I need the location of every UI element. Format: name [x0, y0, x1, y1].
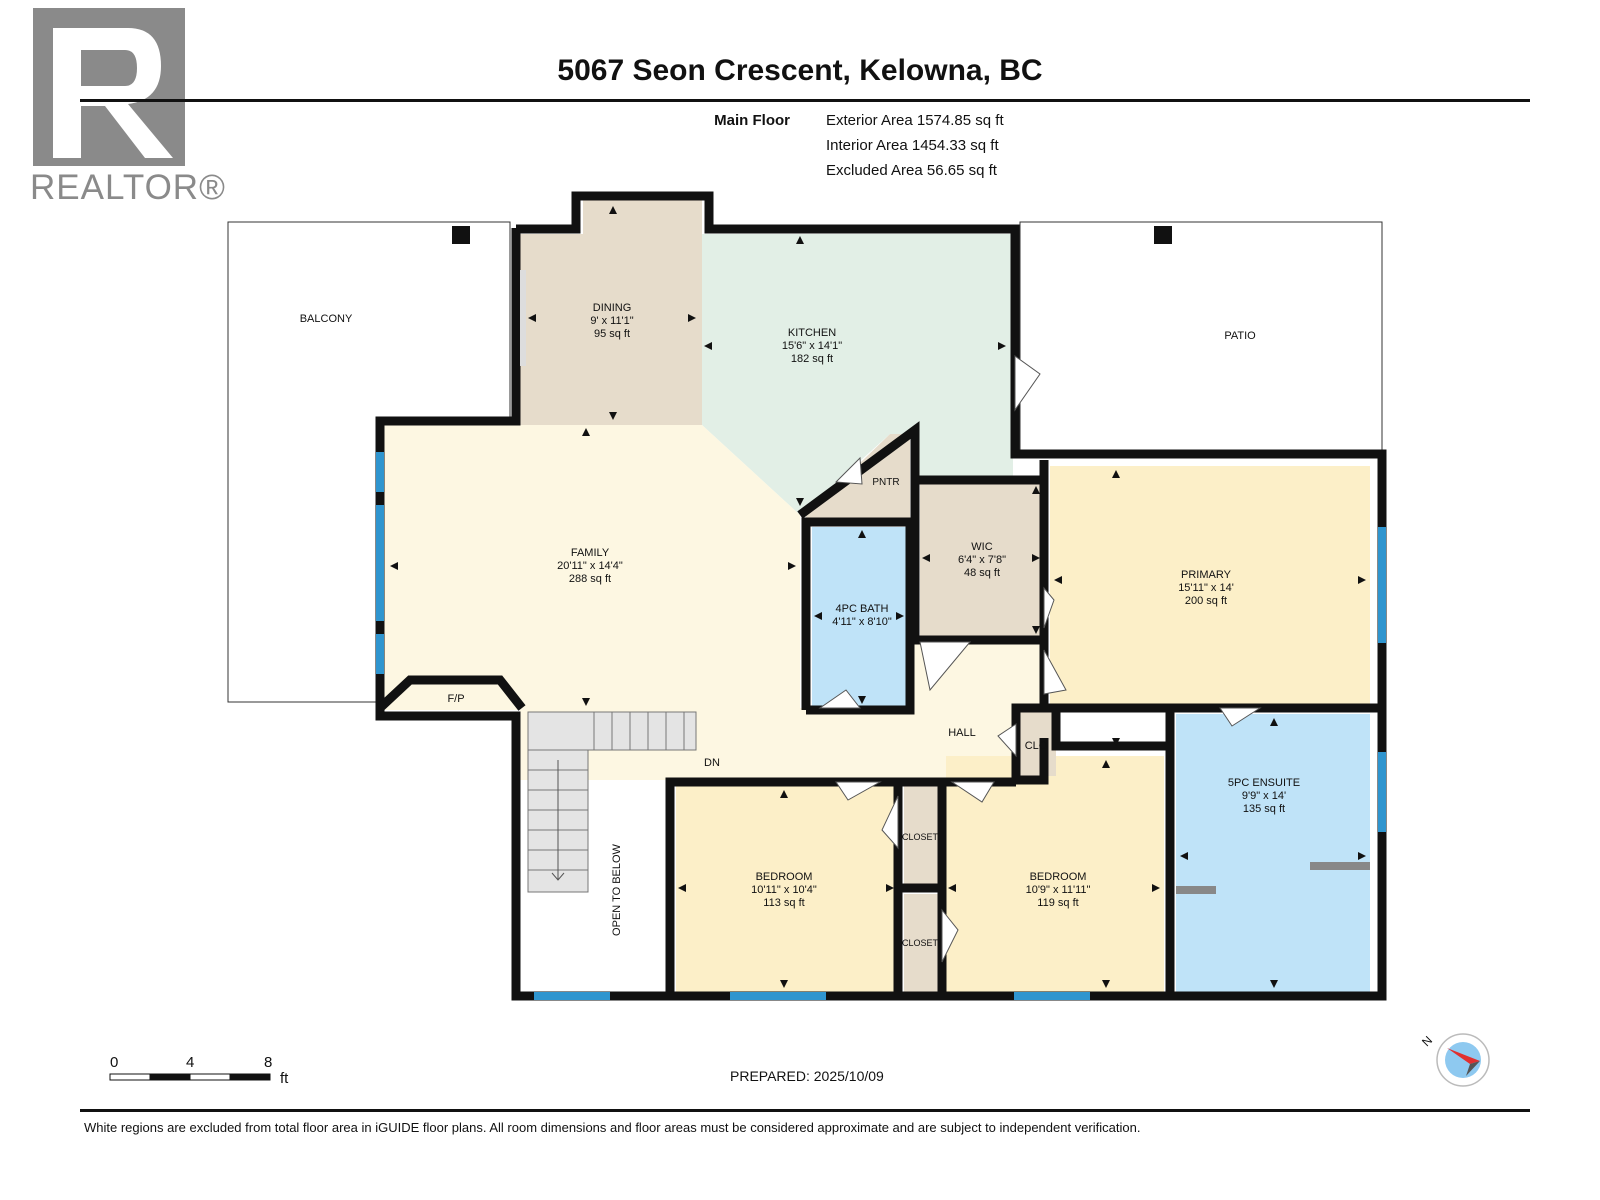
- family-area: 288 sq ft: [569, 573, 611, 585]
- ensuite-area: 135 sq ft: [1243, 803, 1285, 815]
- patio-post-icon: [1154, 226, 1172, 244]
- scale-unit: ft: [280, 1070, 289, 1087]
- bath-dims: 4'11" x 8'10": [832, 616, 892, 628]
- dining-room: [384, 200, 702, 425]
- family-label: FAMILY: [571, 547, 610, 559]
- bedroom2-area: 119 sq ft: [1037, 897, 1078, 909]
- balcony-label: BALCONY: [300, 313, 353, 325]
- realtor-logo: [33, 8, 185, 166]
- bedroom2-dims: 10'9" x 11'11": [1026, 884, 1091, 896]
- hall-label: HALL: [948, 727, 976, 739]
- family-dims: 20'11" x 14'4": [557, 560, 623, 572]
- bath-label: 4PC BATH: [836, 603, 889, 615]
- title-divider: [80, 99, 1530, 102]
- bath-room: [812, 527, 910, 707]
- scale-label-4: 4: [186, 1054, 195, 1071]
- disclaimer: White regions are excluded from total fl…: [84, 1120, 1141, 1135]
- closet2-room: [904, 894, 940, 992]
- kitchen-area: 182 sq ft: [791, 353, 833, 365]
- dining-label: DINING: [593, 302, 632, 314]
- interior-area: Interior Area 1454.33 sq ft: [826, 137, 999, 154]
- clo-room: [1016, 712, 1056, 776]
- primary-room: [1050, 466, 1370, 708]
- dimension-arrows: [390, 206, 1366, 988]
- realtor-r-icon: [33, 8, 185, 166]
- scale-bar: [109, 1073, 271, 1081]
- dining-dims: 9' x 11'1": [590, 315, 633, 327]
- ensuite-dims: 9'9" x 14': [1242, 790, 1286, 802]
- closet1-label: CLOSET: [902, 832, 939, 842]
- patio-label: PATIO: [1224, 330, 1256, 342]
- wic-dims: 6'4" x 7'8": [958, 554, 1006, 566]
- pantry-label: PNTR: [872, 477, 899, 488]
- clo-label: CLO: [1025, 740, 1048, 752]
- room-labels: BALCONY PATIO DINING 9' x 11'1" 95 sq ft…: [300, 302, 1300, 948]
- balcony-post-icon: [452, 226, 470, 244]
- closet1-room: [904, 786, 940, 884]
- kitchen-dims: 15'6" x 14'1": [782, 340, 842, 352]
- ensuite-shelf-left: [1176, 886, 1216, 894]
- open-below-label: OPEN TO BELOW: [611, 843, 623, 936]
- bedroom2-label: BEDROOM: [1030, 871, 1087, 883]
- excluded-area: Excluded Area 56.65 sq ft: [826, 162, 997, 179]
- primary-area: 200 sq ft: [1185, 595, 1227, 607]
- kitchen-room: [702, 234, 1013, 515]
- stairs: [527, 711, 697, 893]
- closet2-label: CLOSET: [902, 938, 939, 948]
- realtor-wordmark: REALTOR®: [30, 168, 226, 207]
- wic-area: 48 sq ft: [964, 567, 1000, 579]
- compass-icon: N: [1419, 1033, 1490, 1087]
- scale-label-0: 0: [110, 1054, 119, 1071]
- stairs-dn-label: DN: [704, 757, 720, 769]
- prepared-date: PREPARED: 2025/10/09: [730, 1068, 884, 1084]
- dining-area: 95 sq ft: [594, 328, 630, 340]
- kitchen-label: KITCHEN: [788, 327, 836, 339]
- exterior-area: Exterior Area 1574.85 sq ft: [826, 112, 1004, 129]
- family-room: [384, 425, 1044, 780]
- windows: [376, 452, 1386, 1000]
- bedroom1-room: [676, 786, 898, 992]
- door-swings: [818, 355, 1262, 963]
- floor-label: Main Floor: [714, 112, 790, 129]
- wic-label: WIC: [971, 541, 992, 553]
- bedroom1-dims: 10'11" x 10'4": [751, 884, 817, 896]
- primary-label: PRIMARY: [1181, 569, 1232, 581]
- bedroom1-label: BEDROOM: [756, 871, 813, 883]
- ensuite-shelf-right: [1310, 862, 1370, 870]
- compass-label: N: [1419, 1033, 1435, 1049]
- fireplace-label: F/P: [447, 693, 464, 705]
- ensuite-label: 5PC ENSUITE: [1228, 777, 1300, 789]
- footer-divider: [80, 1109, 1530, 1112]
- scale-label-8: 8: [264, 1054, 273, 1071]
- sliding-door[interactable]: [520, 270, 526, 366]
- bedroom1-area: 113 sq ft: [763, 897, 804, 909]
- page-title: 5067 Seon Crescent, Kelowna, BC: [557, 54, 1043, 87]
- ensuite-room: [1176, 714, 1370, 992]
- patio-area: [1019, 221, 1383, 455]
- wic-room: [920, 482, 1044, 638]
- primary-dims: 15'11" x 14': [1178, 582, 1234, 594]
